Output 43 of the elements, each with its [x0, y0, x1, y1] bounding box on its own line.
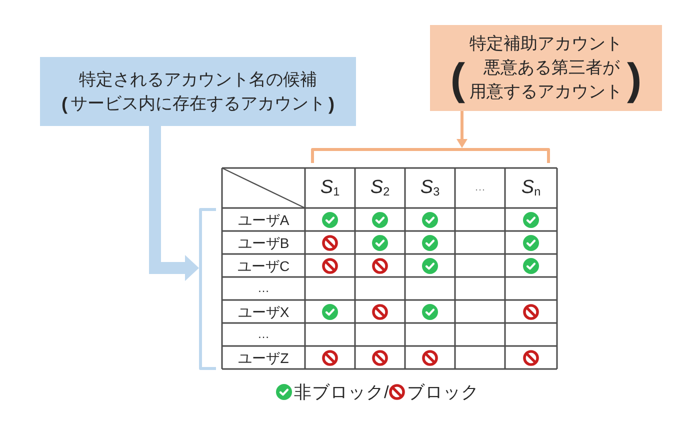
callout-box: [430, 25, 662, 111]
prohibition-icon: [523, 304, 539, 320]
prohibition-icon: [322, 258, 338, 274]
check-circle-icon: [523, 212, 539, 228]
check-circle-icon: [322, 304, 338, 320]
check-circle-icon: [372, 212, 388, 228]
legend-text: ブロック: [406, 381, 479, 404]
check-circle-icon: [372, 234, 388, 250]
callout-box: [40, 57, 356, 126]
check-circle-icon: [322, 212, 338, 228]
callout-text: (サービス内に存在するアカウント): [62, 92, 334, 116]
check-circle-icon: [523, 258, 539, 274]
arrow: [456, 111, 468, 148]
check-circle-icon: [422, 234, 438, 250]
check-circle-icon: [422, 304, 438, 320]
callout-text: 特定補助アカウント: [470, 33, 622, 55]
prohibition-icon: [422, 350, 438, 366]
row-header: ユーザC: [237, 257, 290, 274]
row-header: ユーザB: [238, 234, 290, 251]
check-circle-icon: [523, 234, 539, 250]
prohibition-icon: [372, 350, 388, 366]
bracket: [311, 148, 550, 163]
prohibition-icon: [372, 304, 388, 320]
ellipsis: …: [474, 182, 486, 194]
ellipsis: …: [258, 328, 270, 342]
arrow: [149, 126, 199, 281]
column-header: S$_{3}$: [420, 177, 440, 199]
column-header: S$_{n}$: [521, 177, 541, 199]
prohibition-icon: [523, 350, 539, 366]
prohibition-icon: [322, 350, 338, 366]
check-circle-icon: [422, 258, 438, 274]
legend-text: 非ブロック/: [294, 381, 389, 404]
row-header: ユーザZ: [238, 349, 289, 366]
prohibition-icon: [372, 258, 388, 274]
column-header: S$_{2}$: [370, 177, 390, 199]
bracket: [199, 208, 216, 370]
ellipsis: …: [258, 282, 270, 296]
column-header: S$_{1}$: [320, 177, 340, 199]
row-header: ユーザX: [238, 303, 290, 320]
prohibition-icon: [322, 234, 338, 250]
callout-text: 特定されるアカウント名の候補: [79, 68, 317, 90]
row-header: ユーザA: [238, 211, 290, 228]
check-circle-icon: [422, 212, 438, 228]
